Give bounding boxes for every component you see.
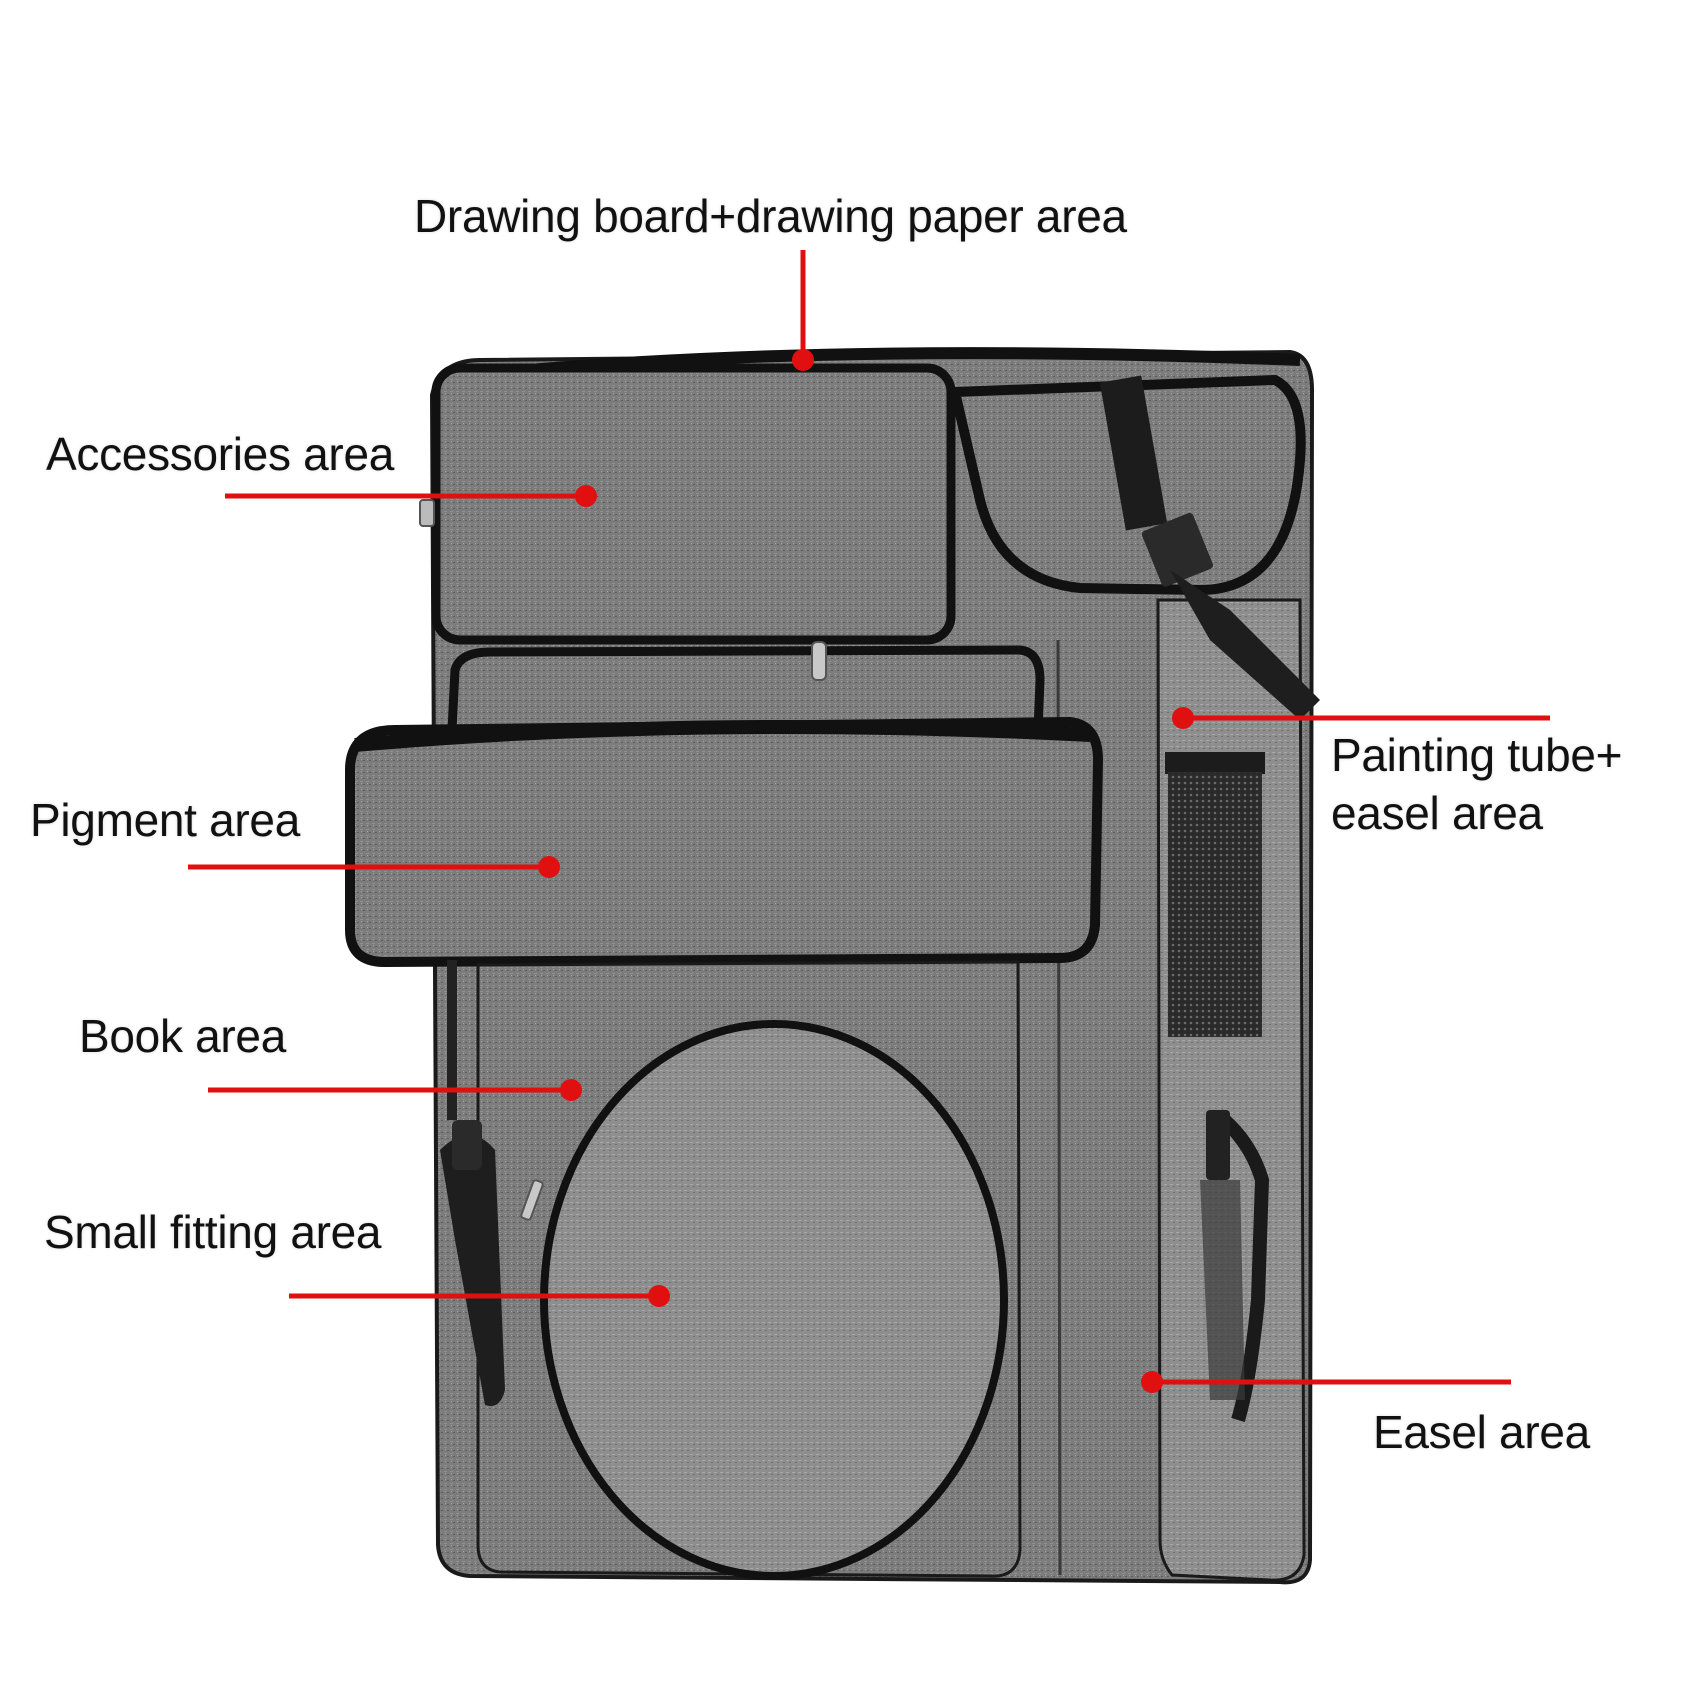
label-small-fitting: Small fitting area (44, 1206, 382, 1258)
label-easel: Easel area (1373, 1406, 1590, 1458)
label-painting-tube-line2: easel area (1331, 787, 1543, 839)
label-pigment: Pigment area (30, 794, 300, 846)
top-flap (948, 374, 1320, 720)
callout-dot-drawing-board (792, 349, 814, 371)
label-painting-tube-line1: Painting tube+ (1331, 729, 1623, 781)
callout-dot-accessories (575, 485, 597, 507)
zipper-pull-icon (811, 641, 827, 681)
buckle-icon (452, 1120, 482, 1170)
small-fitting-pocket (520, 1020, 1008, 1580)
shoulder-strap (1170, 570, 1320, 720)
callout-dot-painting-tube (1172, 707, 1194, 729)
side-panel (1156, 598, 1306, 1582)
mesh-pocket-band (1165, 752, 1265, 774)
label-accessories: Accessories area (46, 428, 395, 480)
left-strap (440, 1135, 505, 1406)
callout-markers (188, 250, 1550, 1393)
middle-pocket (447, 641, 1045, 735)
callout-dot-pigment (538, 856, 560, 878)
callout-dot-easel (1141, 1371, 1163, 1393)
callout-dot-book (560, 1079, 582, 1101)
mesh-pocket (1168, 772, 1262, 1037)
label-painting-tube: Painting tube+ easel area (1331, 726, 1623, 842)
label-drawing-board: Drawing board+drawing paper area (414, 190, 1127, 242)
callout-dot-small-fitting (648, 1285, 670, 1307)
accessories-pocket (419, 363, 956, 645)
zipper-pull-icon (419, 499, 435, 527)
zipper-pull-icon (520, 1179, 544, 1221)
side-buckle-icon (1206, 1110, 1230, 1180)
pigment-pocket (345, 716, 1104, 968)
buckle-icon (1141, 512, 1213, 587)
label-book: Book area (79, 1010, 286, 1062)
